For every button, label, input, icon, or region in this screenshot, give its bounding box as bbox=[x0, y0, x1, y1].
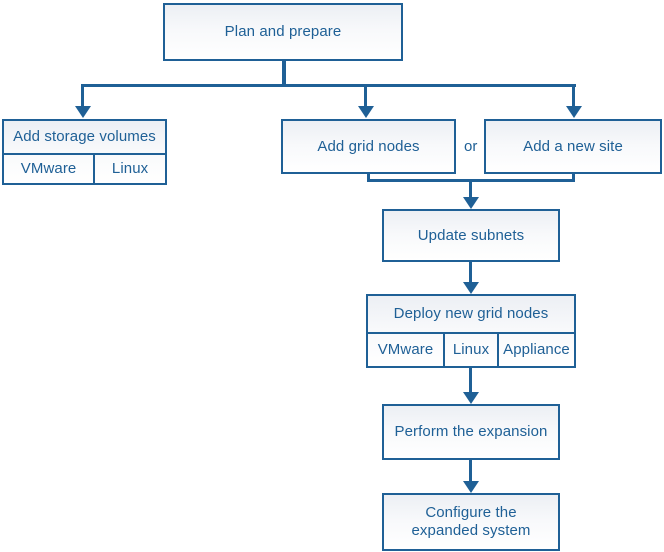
connector-branch-left bbox=[81, 84, 84, 110]
node-deploy-new-grid-nodes[interactable]: Deploy new grid nodes VMware Linux Appli… bbox=[366, 294, 576, 368]
connector-update-subnets-to-deploy bbox=[469, 262, 472, 286]
option-vmware[interactable]: VMware bbox=[20, 160, 77, 178]
node-add-storage-volumes-label: Add storage volumes bbox=[4, 121, 165, 155]
connector-branch-middle bbox=[364, 84, 367, 110]
arrowhead-to-configure-the-expanded-system bbox=[463, 481, 479, 493]
node-add-a-new-site-label: Add a new site bbox=[523, 137, 623, 155]
node-plan-and-prepare[interactable]: Plan and prepare bbox=[163, 3, 403, 61]
arrowhead-to-deploy-new-grid-nodes bbox=[463, 282, 479, 294]
connector-label-or: or bbox=[464, 138, 478, 155]
node-configure-the-expanded-system[interactable]: Configure the expanded system bbox=[382, 493, 560, 551]
option-appliance[interactable]: Appliance bbox=[497, 334, 574, 366]
node-add-grid-nodes[interactable]: Add grid nodes bbox=[281, 119, 456, 174]
connector-deploy-to-perform bbox=[469, 368, 472, 396]
option-vmware[interactable]: VMware bbox=[377, 341, 434, 359]
arrowhead-to-add-grid-nodes bbox=[358, 106, 374, 118]
arrowhead-to-perform-the-expansion bbox=[463, 392, 479, 404]
connector-merge-stem bbox=[469, 179, 472, 201]
node-plan-and-prepare-label: Plan and prepare bbox=[224, 23, 342, 41]
node-update-subnets[interactable]: Update subnets bbox=[382, 209, 560, 262]
option-linux[interactable]: Linux bbox=[93, 155, 165, 183]
node-add-storage-volumes[interactable]: Add storage volumes VMware Linux bbox=[2, 119, 167, 185]
arrowhead-to-update-subnets bbox=[463, 197, 479, 209]
connector-add-a-new-site-down bbox=[572, 174, 575, 182]
arrowhead-to-add-storage-volumes bbox=[75, 106, 91, 118]
arrowhead-to-add-a-new-site bbox=[566, 106, 582, 118]
connector-branch-right bbox=[572, 84, 575, 110]
node-deploy-new-grid-nodes-label: Deploy new grid nodes bbox=[368, 296, 574, 334]
node-configure-the-expanded-system-label: Configure the expanded system bbox=[411, 504, 531, 539]
connector-plan-bus bbox=[82, 84, 576, 87]
deploy-new-grid-nodes-options: VMware Linux Appliance bbox=[368, 334, 574, 366]
node-perform-the-expansion[interactable]: Perform the expansion bbox=[382, 404, 560, 460]
node-add-a-new-site[interactable]: Add a new site bbox=[484, 119, 662, 174]
connector-plan-stem bbox=[282, 61, 286, 86]
connector-add-grid-nodes-down bbox=[367, 174, 370, 182]
add-storage-volumes-options: VMware Linux bbox=[4, 155, 165, 183]
connector-perform-to-configure bbox=[469, 460, 472, 485]
node-perform-the-expansion-label: Perform the expansion bbox=[394, 423, 548, 441]
option-linux[interactable]: Linux bbox=[443, 334, 497, 366]
node-update-subnets-label: Update subnets bbox=[417, 226, 525, 244]
node-add-grid-nodes-label: Add grid nodes bbox=[317, 137, 420, 155]
